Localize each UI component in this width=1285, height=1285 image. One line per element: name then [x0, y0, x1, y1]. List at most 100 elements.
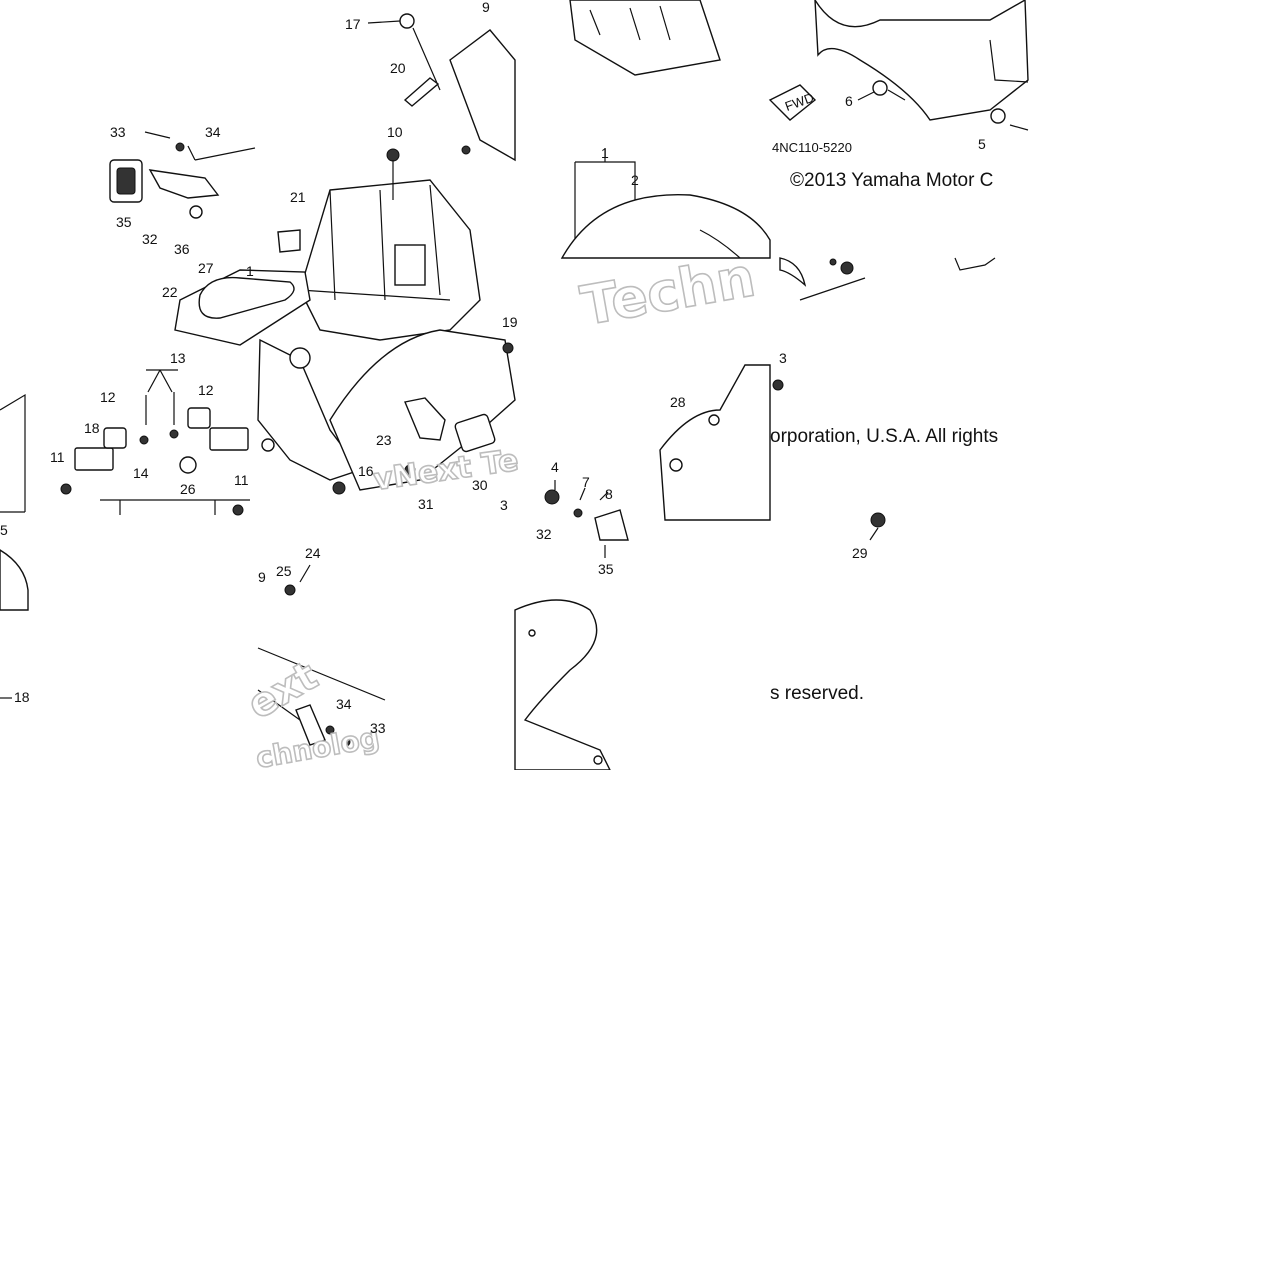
blank-area	[0, 770, 1285, 1285]
frame-lines	[100, 499, 250, 515]
part-bolt-4	[544, 489, 560, 505]
nut	[840, 261, 854, 275]
callout-35: 35	[598, 561, 614, 577]
watermark-1: Techn	[576, 245, 759, 337]
callout-30: 30	[472, 477, 488, 493]
callout-26: 26	[180, 481, 196, 497]
callout-22: 22	[162, 284, 178, 300]
fender-tip	[779, 257, 807, 287]
callout-20: 20	[390, 60, 406, 76]
callout-28: 28	[670, 394, 686, 410]
washer-b	[169, 429, 179, 439]
callout-5: 5	[0, 522, 8, 538]
callout-18: 18	[14, 689, 30, 705]
callout-1: 1	[246, 263, 254, 279]
tile-seams	[0, 770, 1285, 1285]
tile-front-fender	[560, 148, 996, 541]
part-g	[0, 549, 29, 611]
callout-32: 32	[142, 231, 158, 247]
part-damper-8	[594, 509, 629, 541]
hole-28b	[708, 414, 720, 426]
callout-9: 9	[482, 0, 490, 15]
tile-bracket-parts	[544, 480, 629, 558]
callout-34: 34	[205, 124, 221, 140]
leader-29	[869, 527, 879, 541]
callout-23: 23	[376, 432, 392, 448]
part-24	[299, 564, 311, 583]
callout-11: 11	[50, 449, 65, 465]
leader-13	[146, 369, 178, 393]
callout-34: 34	[336, 696, 352, 712]
callout-27: 27	[198, 260, 214, 276]
callout-3: 3	[779, 350, 787, 366]
callout-19: 19	[502, 314, 518, 330]
part-bolt-3	[772, 379, 784, 391]
fender-edge	[699, 229, 741, 259]
callout-14: 14	[133, 465, 149, 481]
callout-6: 6	[845, 93, 853, 109]
callout-12: 12	[198, 382, 214, 398]
callout-24: 24	[305, 545, 321, 561]
washer	[829, 258, 837, 266]
callout-5: 5	[978, 136, 986, 152]
part-holder-12a	[103, 427, 127, 449]
leader-7	[579, 487, 586, 501]
part-cap-17	[399, 13, 415, 29]
bolt-hole	[461, 145, 471, 155]
part-front-fender-top	[814, 0, 1029, 121]
part-clip-21	[277, 229, 301, 253]
callout-4: 4	[551, 459, 559, 475]
leader-c	[799, 277, 866, 301]
hole-e	[528, 629, 536, 637]
part-33b	[341, 737, 351, 747]
part-nut-5	[990, 108, 1006, 124]
part-fender-side	[514, 599, 612, 771]
callout-33: 33	[110, 124, 126, 140]
part-battery-box-1	[299, 179, 481, 341]
callout-35: 35	[116, 214, 132, 230]
copyright-line-3: s reserved.	[770, 683, 864, 704]
callout-2: 2	[631, 172, 639, 188]
callout-9: 9	[258, 569, 266, 585]
callout-3: 3	[500, 497, 508, 513]
part-pad	[454, 413, 496, 453]
leader-8-35	[599, 491, 609, 558]
callout-29: 29	[852, 545, 868, 561]
box-tab	[394, 244, 426, 286]
fwd-arrow	[768, 84, 817, 121]
callout-32: 32	[536, 526, 552, 542]
bolt-5	[1009, 124, 1029, 131]
callout-36: 36	[174, 241, 190, 257]
callout-7: 7	[582, 474, 590, 490]
damper-inner	[116, 167, 136, 195]
callout-16: 16	[358, 463, 374, 479]
part-25	[284, 584, 296, 596]
frame-f	[257, 647, 386, 721]
leader-17	[367, 20, 441, 91]
part-34b	[325, 725, 335, 735]
box-edges	[299, 184, 451, 301]
callout-33: 33	[370, 720, 386, 736]
copyright-line-1: ©2013 Yamaha Motor C	[790, 170, 993, 191]
hole-e2	[593, 755, 603, 765]
callout-11: 11	[234, 472, 249, 488]
frame-c	[954, 257, 996, 271]
part-cover	[569, 0, 721, 76]
part-fender-28	[659, 364, 771, 521]
part-pad-b	[209, 427, 249, 451]
callout-12: 12	[100, 389, 116, 405]
callout-13: 13	[170, 350, 186, 366]
callout-31: 31	[418, 496, 434, 512]
tile-fender-side	[514, 599, 612, 771]
part-band-20	[403, 77, 440, 107]
part-bolt-11b	[232, 504, 244, 516]
part-strap-27	[198, 276, 295, 319]
part-bolt-29	[870, 512, 886, 528]
frame-b	[989, 39, 1029, 83]
leader	[187, 145, 256, 161]
callout-8: 8	[605, 486, 613, 502]
bolts-13	[145, 392, 175, 425]
hole	[289, 347, 311, 369]
hole2	[261, 438, 275, 452]
